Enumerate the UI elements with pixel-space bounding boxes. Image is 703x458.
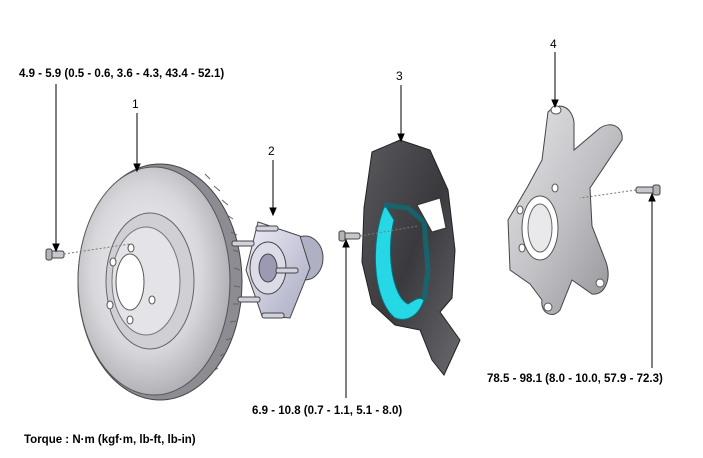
callout-2: 2 <box>268 144 275 158</box>
callout-4: 4 <box>550 37 557 51</box>
knuckle-bolt <box>635 184 661 196</box>
callout-3: 3 <box>396 69 403 83</box>
torque-unit-legend: Torque : N·m (kgf·m, lb-ft, lb-in) <box>24 434 196 446</box>
callout-1: 1 <box>132 97 139 111</box>
dust-cover-bolt-torque-label: 6.9 - 10.8 (0.7 - 1.1, 5.1 - 8.0) <box>252 405 403 417</box>
knuckle-bolt-torque-label: 78.5 - 98.1 (8.0 - 10.0, 57.9 - 72.3) <box>487 373 663 385</box>
brake-disc <box>77 163 243 401</box>
disc-screw-axis-line <box>63 243 131 255</box>
wheel-hub <box>231 221 324 319</box>
knuckle-bolt-axis-line <box>579 189 637 199</box>
dust-cover <box>361 139 461 376</box>
dust-cover-bolt <box>338 230 361 242</box>
disc-screw-torque-label: 4.9 - 5.9 (0.5 - 0.6, 3.6 - 4.3, 43.4 - … <box>19 68 225 80</box>
disc-screw <box>45 248 65 261</box>
dust-cover-bolt-axis-line <box>359 225 419 237</box>
steering-knuckle <box>507 105 623 315</box>
leader-lines <box>52 52 656 398</box>
